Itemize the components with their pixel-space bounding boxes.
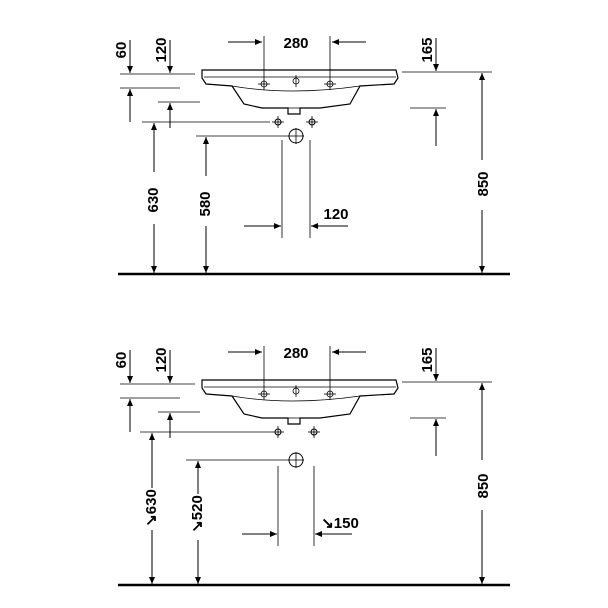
- dim-520: ↘520: [186, 459, 288, 584]
- basin-outline: [201, 69, 399, 115]
- label-850: 850: [475, 473, 492, 498]
- dim-60-120: 60 120: [113, 347, 200, 438]
- diagram-bottom: 280 60 120 165 850: [113, 345, 510, 587]
- dim-580: 580: [196, 135, 288, 273]
- dim-120-bottom: 120: [244, 140, 349, 238]
- label-120-top: 120: [153, 37, 170, 62]
- label-520: ↘520: [189, 495, 206, 533]
- label-580: 580: [197, 191, 214, 216]
- label-150: ↘150: [321, 515, 359, 532]
- dim-630: ↘630: [140, 431, 272, 584]
- basin-outline: [201, 379, 399, 425]
- dim-165: 165: [402, 347, 492, 456]
- dim-150: ↘150: [242, 466, 359, 546]
- label-120-bottom: 120: [323, 206, 348, 223]
- dim-630: 630: [142, 121, 270, 273]
- label-165: 165: [419, 347, 436, 372]
- label-630: 630: [145, 187, 162, 212]
- label-60: 60: [113, 42, 130, 59]
- dim-60-120: 60 120: [113, 37, 200, 128]
- label-120-top: 120: [153, 347, 170, 372]
- dim-280: 280: [228, 345, 366, 388]
- label-630: ↘630: [143, 489, 160, 527]
- label-280: 280: [283, 345, 308, 362]
- dim-850: 850: [475, 383, 492, 584]
- label-165: 165: [419, 37, 436, 62]
- label-280: 280: [283, 35, 308, 52]
- dim-280: 280: [228, 35, 366, 78]
- wall-connections: [272, 116, 318, 144]
- dim-165: 165: [402, 37, 492, 146]
- wall-connections: [272, 426, 320, 468]
- label-60: 60: [113, 352, 130, 369]
- diagram-top: 280 60 120 165 850: [113, 35, 510, 276]
- dim-850: 850: [475, 73, 492, 273]
- label-850: 850: [475, 171, 492, 196]
